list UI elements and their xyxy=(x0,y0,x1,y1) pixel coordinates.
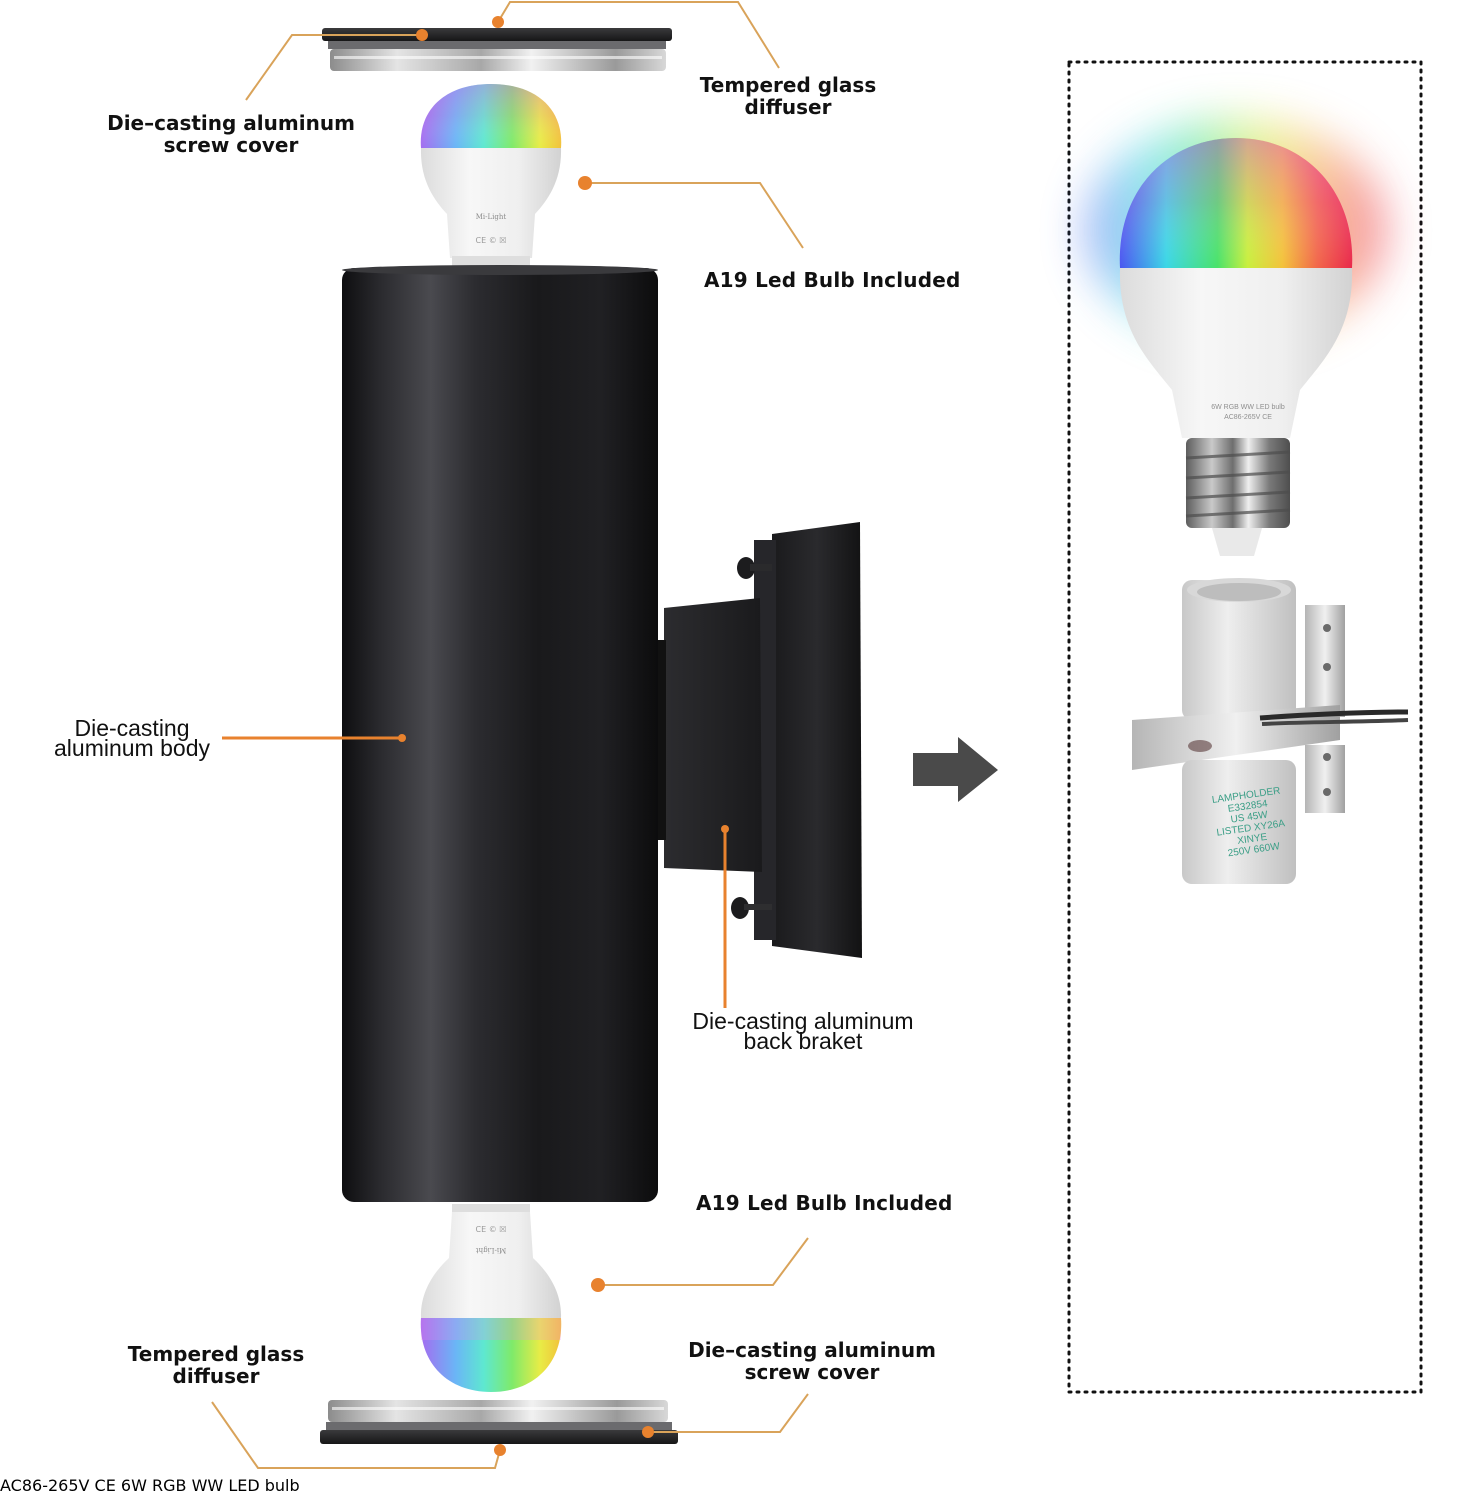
label-bottom-screw-cover: Die–casting aluminum screw cover xyxy=(680,1339,944,1384)
label-top-screw-cover-line2: screw cover xyxy=(163,133,299,158)
label-top-a19-bulb: A19 Led Bulb Included xyxy=(704,268,961,292)
aluminum-cylinder-body xyxy=(342,265,658,1202)
arrow-right-icon xyxy=(913,737,998,802)
callout-dot-bracket xyxy=(721,825,729,833)
callout-dot-bottom-screw-cover xyxy=(642,1426,654,1438)
large-bulb-print-line1: 6W RGB WW LED bulb xyxy=(1211,404,1285,411)
bottom-bulb-brand-print: Mi-Light xyxy=(476,1246,507,1254)
label-bottom-glass-line2: diffuser xyxy=(172,1364,260,1389)
callout-dot-top-bulb xyxy=(578,176,592,190)
top-bulb-brand-print: Mi-Light xyxy=(476,213,507,221)
inverted-bulb-print-line2: AC86-265V CE xyxy=(0,1476,116,1495)
callout-dot-top-screw-cover xyxy=(416,29,428,41)
label-top-glass-line2: diffuser xyxy=(744,95,832,120)
label-back-bracket: Die-casting aluminum back braket xyxy=(680,1008,926,1054)
top-screw-cover-ring xyxy=(322,28,672,71)
lampholder-print: LAMPHOLDER E332854 US 45W LISTED XY26A X… xyxy=(1204,784,1296,861)
label-top-screw-cover-line1: Die–casting aluminum xyxy=(107,111,355,135)
label-bottom-glass-line1: Tempered glass xyxy=(127,1342,305,1366)
bottom-screw-cover-ring xyxy=(320,1400,678,1444)
label-bracket-line2: back braket xyxy=(743,1027,863,1054)
label-bottom-screw-cover-line2: screw cover xyxy=(744,1360,880,1385)
label-top-glass-line1: Tempered glass xyxy=(699,73,877,97)
callout-dot-body xyxy=(398,734,406,742)
large-bulb-upright xyxy=(1086,120,1386,556)
label-bottom-screw-cover-line1: Die–casting aluminum xyxy=(688,1338,936,1362)
label-top-glass-diffuser: Tempered glass diffuser xyxy=(690,74,886,119)
back-bracket xyxy=(658,522,862,958)
label-bottom-glass-diffuser: Tempered glass diffuser xyxy=(118,1343,314,1388)
label-body-line1: Die-casting xyxy=(74,715,190,741)
label-top-a19-bulb-text: A19 Led Bulb Included xyxy=(704,268,961,292)
label-aluminum-body: Die-casting aluminum body xyxy=(40,715,224,761)
bottom-bulb-cert-marks: CE © ☒ xyxy=(476,1225,507,1234)
label-top-screw-cover: Die–casting aluminum screw cover xyxy=(100,112,362,157)
bottom-small-bulb xyxy=(420,1204,562,1392)
label-bottom-a19-bulb: A19 Led Bulb Included xyxy=(696,1191,953,1215)
callout-dots xyxy=(398,16,729,1456)
label-bracket-line1: Die-casting aluminum xyxy=(692,1008,914,1034)
top-bulb-cert-marks: CE © ☒ xyxy=(476,236,507,245)
top-small-bulb xyxy=(420,84,562,266)
label-body-line2: aluminum body xyxy=(54,734,210,761)
inverted-bulb-print-line1: 6W RGB WW LED bulb xyxy=(120,1476,300,1495)
detail-frame xyxy=(1067,60,1423,1394)
leader-lines xyxy=(211,0,809,1469)
label-bottom-a19-bulb-text: A19 Led Bulb Included xyxy=(696,1191,953,1215)
callout-dot-bottom-bulb xyxy=(591,1278,605,1292)
callout-dot-bottom-glass xyxy=(494,1444,506,1456)
e26-lampholder-with-bracket xyxy=(1132,578,1409,884)
callout-dot-top-glass xyxy=(492,16,504,28)
large-bulb-print-line2: AC86-265V CE xyxy=(1224,414,1272,421)
